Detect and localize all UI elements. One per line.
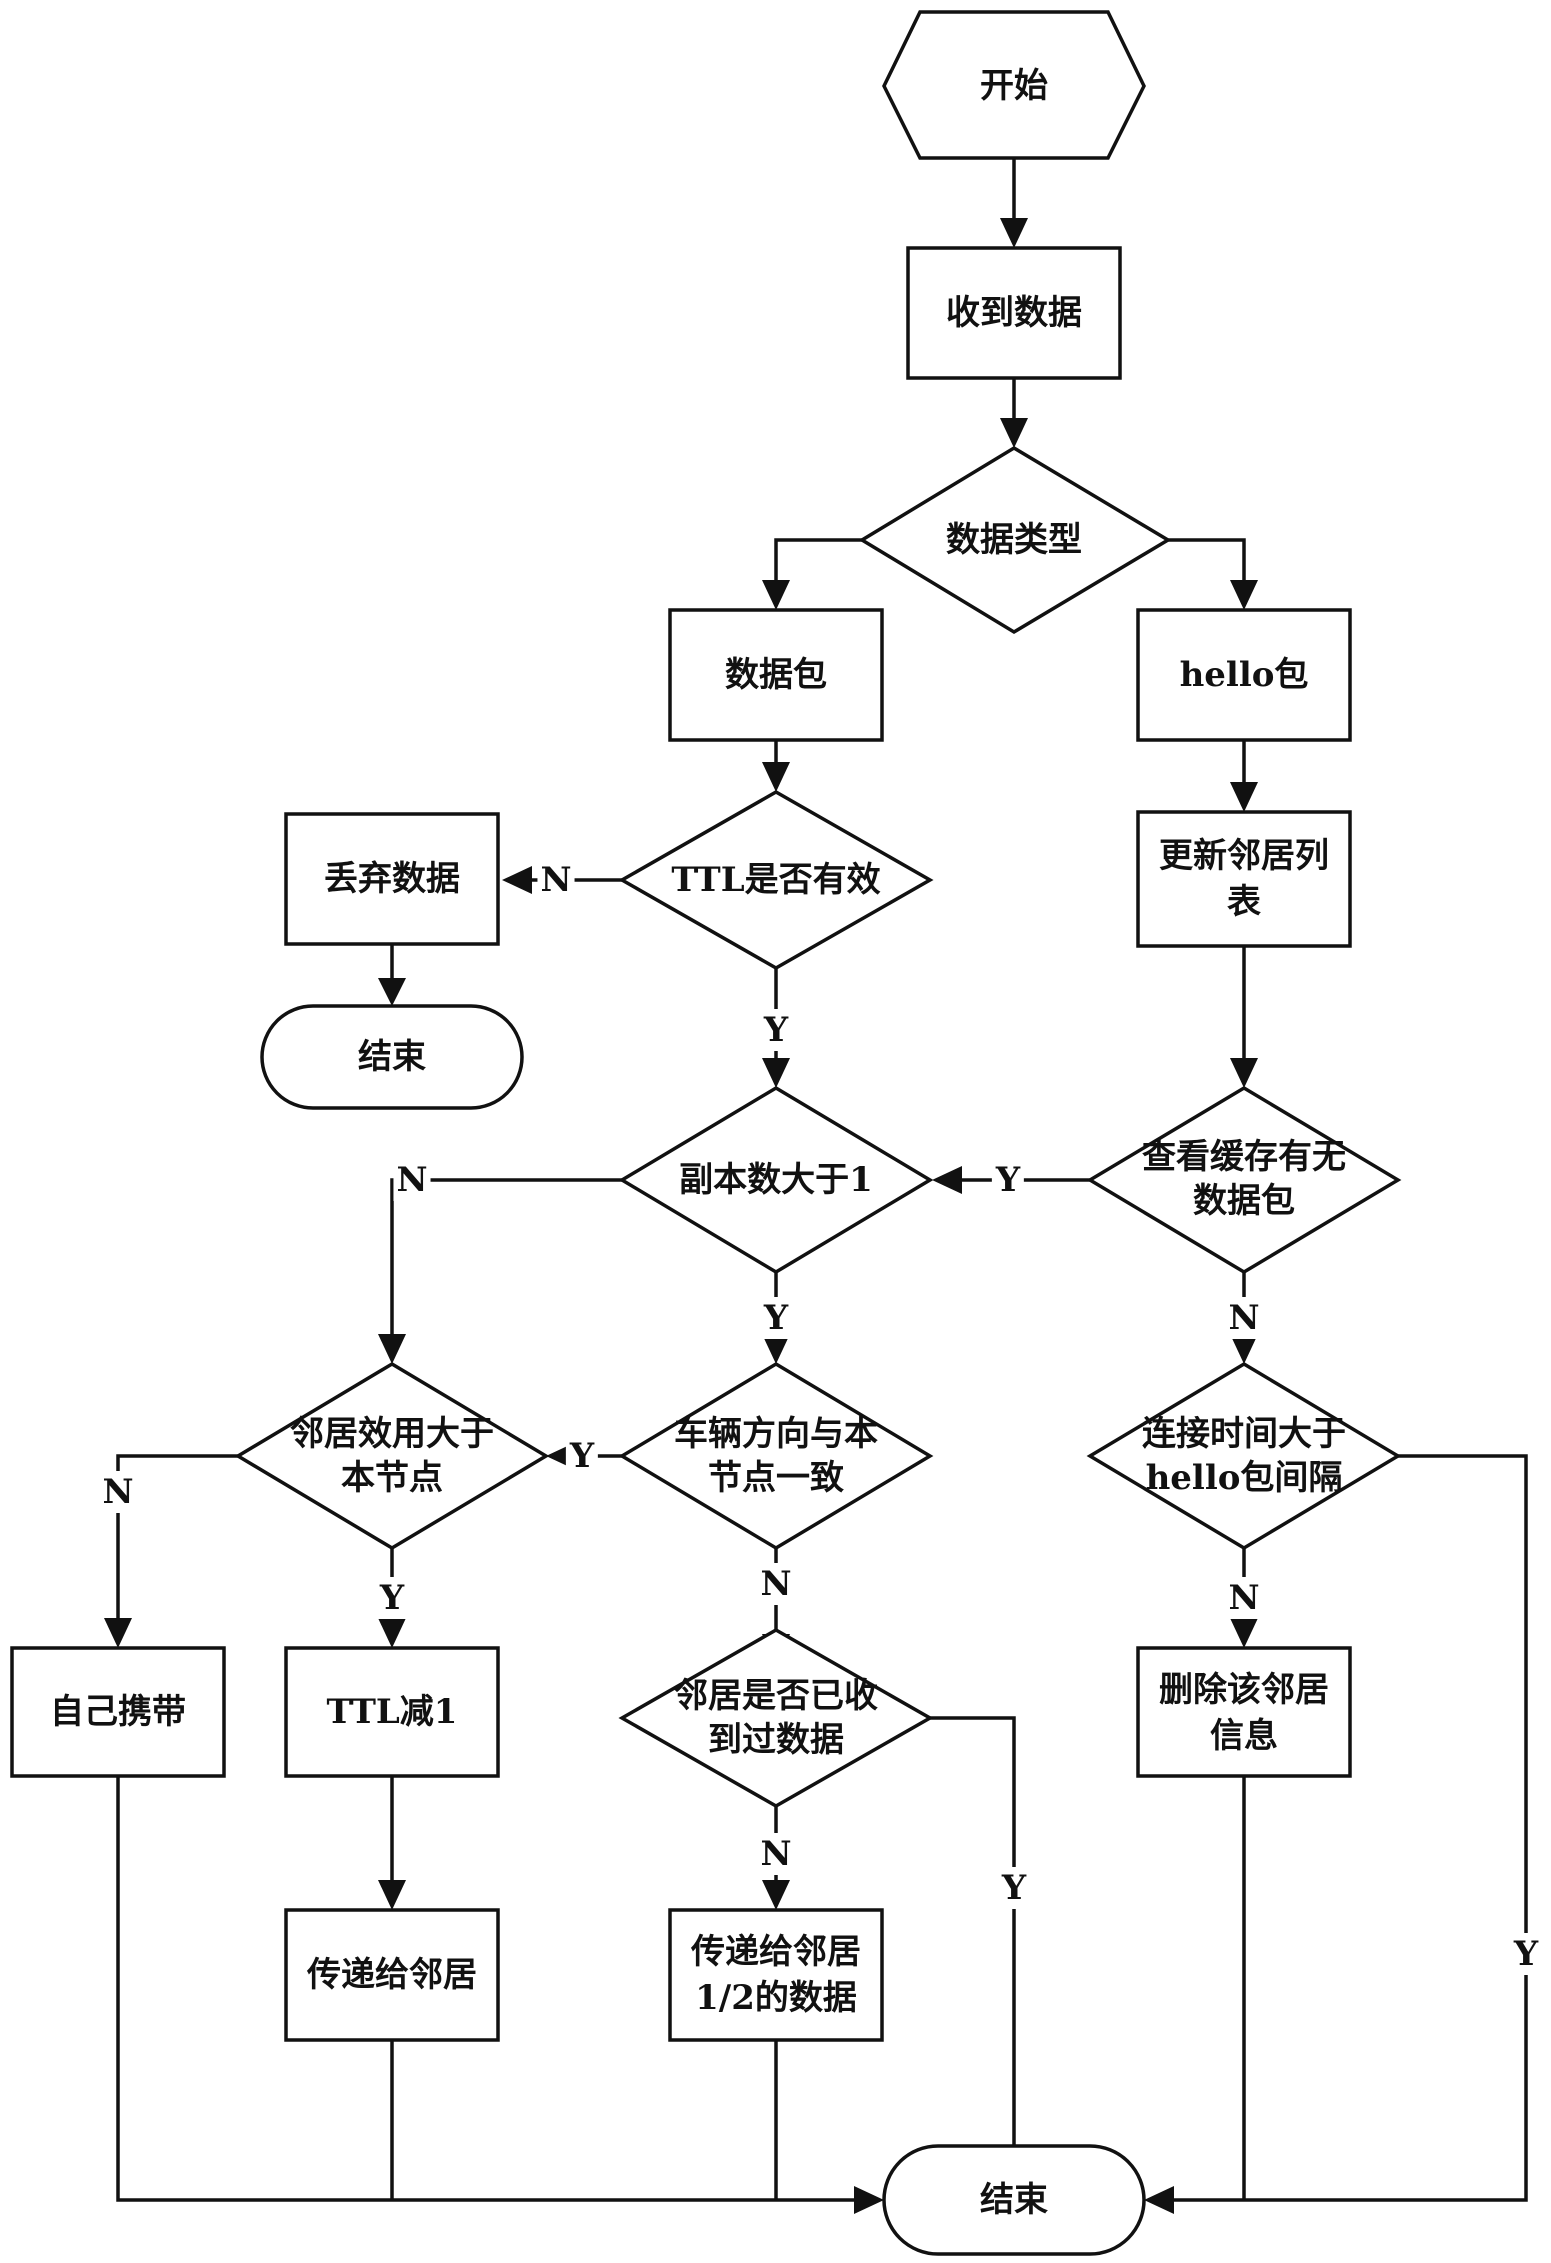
update-neighbor-label-1: 更新邻居列 [1159, 836, 1329, 876]
vehicle-direction-label-1: 车辆方向与本 [674, 1414, 878, 1454]
arrowhead [1230, 580, 1258, 610]
arrowhead [1000, 218, 1028, 248]
edge-copies-utility [392, 1180, 622, 1334]
update-neighbor-box [1138, 812, 1350, 946]
edge-label-cache-no: N [1228, 1298, 1259, 1338]
arrowhead [1230, 1618, 1258, 1648]
arrowhead [762, 762, 790, 792]
arrowhead [854, 2186, 884, 2214]
arrowhead [1230, 782, 1258, 812]
start-label: 开始 [980, 66, 1048, 106]
ttl-minus-label: TTL减1 [327, 1692, 458, 1732]
edge-label-direction-no: N [760, 1564, 791, 1604]
neighbor-received-decision [622, 1630, 930, 1806]
copies-label: 副本数大于1 [679, 1160, 873, 1200]
edge-label-connect-yes: Y [1513, 1934, 1539, 1974]
arrowhead [378, 1880, 406, 1910]
edge-label-utility-yes: Y [379, 1578, 405, 1618]
check-cache-label-2: 数据包 [1193, 1181, 1295, 1221]
delete-neighbor-label-1: 删除该邻居 [1159, 1670, 1329, 1710]
edge-label-connect-no: N [1228, 1578, 1259, 1618]
check-cache-decision [1090, 1088, 1398, 1272]
delete-neighbor-box [1138, 1648, 1350, 1776]
vehicle-direction-label-2: 节点一致 [708, 1458, 844, 1498]
end-bottom-label: 结束 [980, 2180, 1048, 2220]
arrowhead [104, 1618, 132, 1648]
check-cache-label-1: 查看缓存有无 [1142, 1137, 1346, 1177]
delete-neighbor-label-2: 信息 [1210, 1716, 1278, 1756]
connect-time-decision [1090, 1364, 1398, 1548]
neighbor-received-label-2: 到过数据 [708, 1720, 844, 1760]
edge-label-received-yes: Y [1001, 1868, 1027, 1908]
end-top-label: 结束 [358, 1037, 426, 1077]
arrowhead [932, 1166, 962, 1194]
arrowhead [762, 580, 790, 610]
neighbor-received-label-1: 邻居是否已收 [674, 1676, 878, 1716]
pass-neighbor-label: 传递给邻居 [306, 1955, 477, 1995]
pass-half-label-1: 传递给邻居 [690, 1932, 861, 1972]
edge-label-utility-no: N [102, 1472, 133, 1512]
edge-label-direction-yes: Y [569, 1436, 595, 1476]
data-packet-label: 数据包 [725, 655, 827, 695]
vehicle-direction-decision [622, 1364, 930, 1548]
edge-label-ttl-yes: Y [763, 1010, 789, 1050]
arrowhead [502, 866, 532, 894]
arrowhead [1230, 1058, 1258, 1088]
receive-data-label: 收到数据 [946, 293, 1082, 333]
edge-type-hello [1168, 540, 1244, 580]
connect-time-label-2: hello包间隔 [1146, 1458, 1343, 1498]
edge-connect-end [1174, 1456, 1526, 2200]
neighbor-utility-label-2: 本节点 [341, 1458, 443, 1498]
arrowhead [378, 978, 406, 1006]
shapes [12, 12, 1398, 2254]
neighbor-utility-decision [238, 1364, 546, 1548]
ttl-valid-label: TTL是否有效 [671, 860, 880, 900]
edge-label-received-no: N [760, 1834, 791, 1874]
connect-time-label-1: 连接时间大于 [1142, 1414, 1346, 1454]
pass-half-label-2: 1/2的数据 [695, 1978, 857, 2018]
edge-label-copies-no: N [396, 1160, 427, 1200]
update-neighbor-label-2: 表 [1227, 882, 1261, 922]
edge-received-end [930, 1718, 1014, 2160]
arrowhead [378, 1618, 406, 1648]
edge-label-copies-yes: Y [763, 1298, 789, 1338]
edge-label-cache-yes: Y [995, 1160, 1021, 1200]
discard-data-label: 丢弃数据 [324, 859, 460, 899]
arrowhead [1000, 418, 1028, 448]
arrowhead [762, 1880, 790, 1910]
self-carry-label: 自己携带 [50, 1692, 186, 1732]
neighbor-utility-label-1: 邻居效用大于 [290, 1414, 494, 1454]
edge-label-ttl-no: N [540, 860, 571, 900]
arrowhead [762, 1058, 790, 1088]
data-type-label: 数据类型 [946, 520, 1082, 560]
edge-type-datapacket [776, 540, 862, 580]
arrowhead [1144, 2186, 1174, 2214]
hello-packet-label: hello包 [1180, 655, 1309, 695]
arrowhead [378, 1334, 406, 1364]
pass-half-box [670, 1910, 882, 2040]
